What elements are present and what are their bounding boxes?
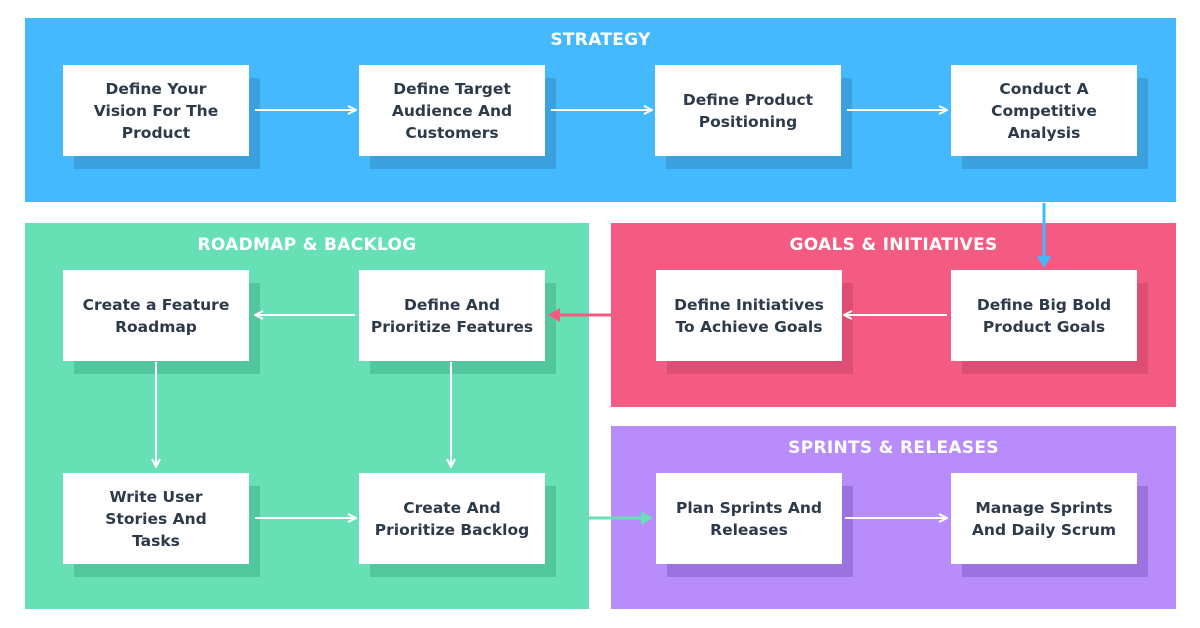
- step-label: Plan Sprints And Releases: [676, 498, 822, 539]
- strategy-title: STRATEGY: [550, 30, 651, 50]
- step-competitive-analysis: Conduct A Competitive Analysis: [951, 65, 1137, 156]
- step-manage-sprints: Manage Sprints And Daily Scrum: [951, 473, 1137, 564]
- step-label: Define Initiatives To Achieve Goals: [674, 295, 824, 336]
- step-prioritize-features: Define And Prioritize Features: [359, 270, 545, 361]
- goals-initiatives-title: GOALS & INITIATIVES: [789, 235, 998, 255]
- step-label: Define Big Bold Product Goals: [976, 295, 1112, 336]
- step-label: Manage Sprints And Daily Scrum: [971, 498, 1117, 539]
- step-label: Create a Feature Roadmap: [82, 295, 230, 336]
- step-prioritize-backlog: Create And Prioritize Backlog: [359, 473, 545, 564]
- step-plan-sprints: Plan Sprints And Releases: [656, 473, 842, 564]
- step-feature-roadmap: Create a Feature Roadmap: [63, 270, 249, 361]
- step-label: Define And Prioritize Features: [370, 295, 534, 336]
- step-label: Define Target Audience And Customers: [391, 79, 513, 142]
- step-label: Create And Prioritize Backlog: [374, 498, 530, 539]
- roadmap-backlog-title: ROADMAP & BACKLOG: [197, 235, 417, 255]
- step-label: Define Product Positioning: [682, 90, 814, 131]
- sprints-releases-title: SPRINTS & RELEASES: [788, 438, 999, 458]
- step-user-stories: Write User Stories And Tasks: [63, 473, 249, 564]
- step-define-positioning: Define Product Positioning: [655, 65, 841, 156]
- step-define-initiatives: Define Initiatives To Achieve Goals: [656, 270, 842, 361]
- step-define-audience: Define Target Audience And Customers: [359, 65, 545, 156]
- step-label: Conduct A Competitive Analysis: [991, 79, 1097, 142]
- step-label: Write User Stories And Tasks: [105, 487, 207, 550]
- step-define-vision: Define Your Vision For The Product: [63, 65, 249, 156]
- step-define-goals: Define Big Bold Product Goals: [951, 270, 1137, 361]
- step-label: Define Your Vision For The Product: [93, 79, 219, 142]
